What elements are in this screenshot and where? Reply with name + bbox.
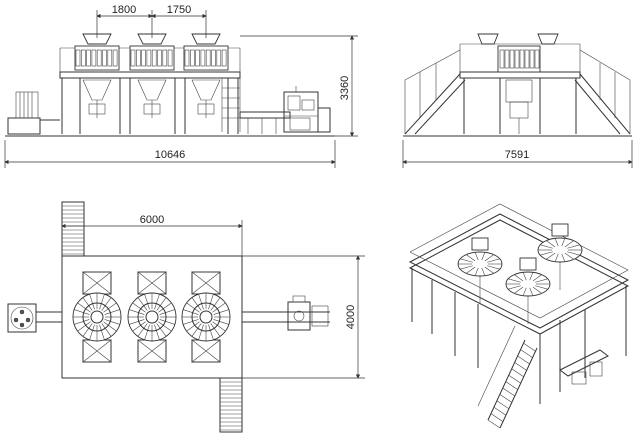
plan-conveyor [242,295,330,331]
front-conveyor [239,111,291,134]
stair-rung [490,413,504,422]
side-bucket [504,49,510,69]
plan-weigher [127,271,177,363]
plan-feeder [7,303,62,333]
dim-platform-length-label: 6000 [140,214,164,226]
dim-height-label: 3360 [339,76,351,100]
plan-view: 6000 4000 [7,201,365,433]
dim-platform-depth-label: 4000 [345,305,357,329]
stair-rung [520,349,533,358]
iso-weigher [457,237,503,304]
iso-conveyor [559,349,609,385]
front-weigher [183,33,229,118]
side-bucket [519,49,525,69]
stair-rung [496,400,510,410]
stair-rung [499,394,513,403]
dim-total-length-label: 10646 [155,149,186,161]
iso-weigher [537,223,583,290]
front-packing-machine [283,86,331,133]
plan-weigher [181,271,231,363]
side-bucket [524,49,530,69]
dim-spacing-1-label: 1800 [112,4,136,16]
side-bucket [534,49,540,69]
plan-bottom-stair [219,377,243,433]
stair-rung [493,406,507,416]
side-view: 7591 [402,33,633,168]
side-bucket [514,49,520,69]
stair-rung [523,342,536,352]
side-left-stair [404,49,466,135]
front-weigher [74,33,120,118]
stair-rung [487,419,501,429]
front-stair [221,78,241,132]
dim-total-width-label: 7591 [505,149,529,161]
stair-rung [511,368,524,378]
dim-spacing-2-label: 1750 [167,4,191,16]
side-bucket [529,49,535,69]
iso-stair [477,325,538,429]
plan-top-stair [61,201,85,257]
stair-rung [517,355,530,365]
stair-rung [502,387,515,397]
side-right-stair [574,49,631,135]
stair-rung [505,381,518,390]
front-feeder [7,91,60,135]
stair-rung [508,374,521,384]
iso-weigher [505,257,551,324]
stair-rung [514,362,527,371]
plan-weigher [72,271,122,363]
side-bucket [509,49,515,69]
front-weigher [129,33,175,118]
isometric-view [408,203,630,429]
front-view: 3360 1800 1750 10646 [4,4,358,168]
side-bucket [499,49,505,69]
